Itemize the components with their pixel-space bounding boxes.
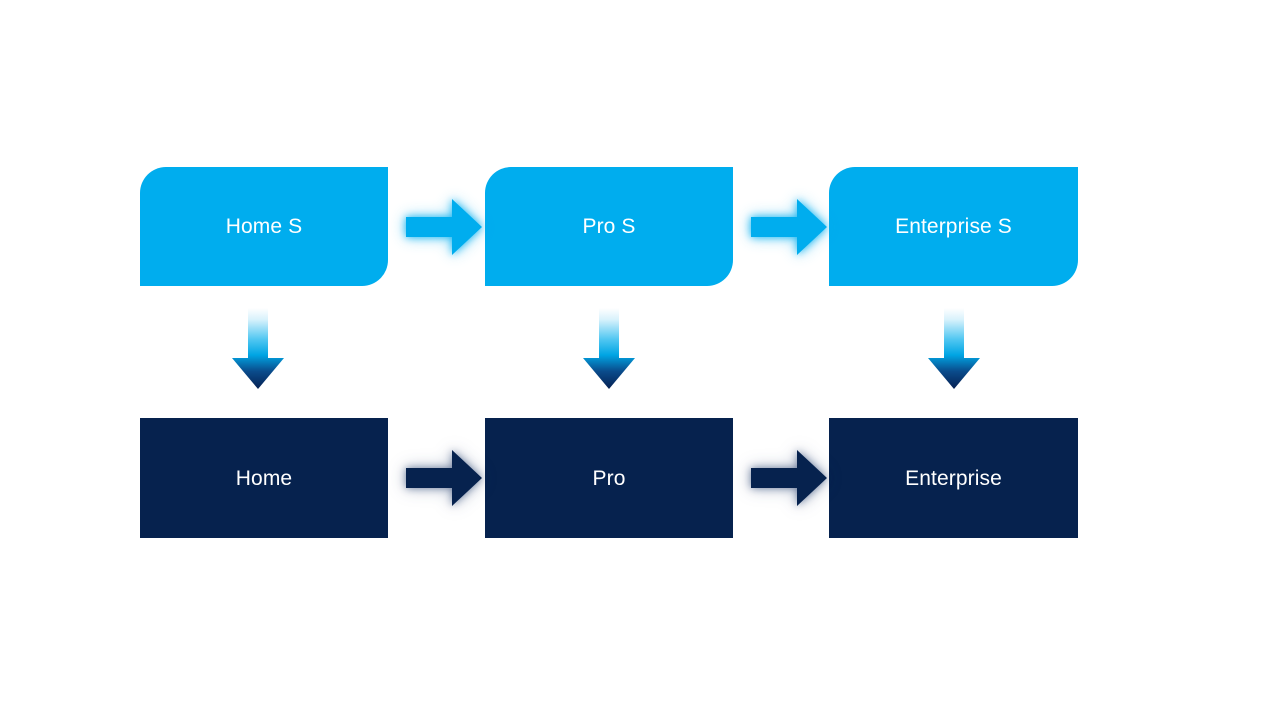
node-label: Pro [592, 466, 626, 490]
node-pro-s[interactable]: Pro S [485, 167, 733, 286]
node-pro[interactable]: Pro [485, 418, 733, 538]
arrow-home-to-pro [406, 450, 482, 506]
node-label: Enterprise [905, 466, 1002, 490]
node-label: Home S [225, 215, 303, 238]
node-label: Pro S [582, 215, 636, 238]
node-enterprise[interactable]: Enterprise [829, 418, 1078, 538]
arrow-pro-s-to-pro [583, 308, 635, 389]
arrow-pro-s-to-enterprise-s [751, 199, 827, 255]
arrow-home-s-to-home [232, 308, 284, 389]
arrow-pro-to-enterprise [751, 450, 827, 506]
arrow-enterprise-s-to-enterprise [928, 308, 980, 389]
node-home-s[interactable]: Home S [140, 167, 388, 286]
node-label: Home [235, 466, 293, 490]
arrow-home-s-to-pro-s [406, 199, 482, 255]
node-home[interactable]: Home [140, 418, 388, 538]
node-enterprise-s[interactable]: Enterprise S [829, 167, 1078, 286]
node-label: Enterprise S [895, 215, 1012, 238]
